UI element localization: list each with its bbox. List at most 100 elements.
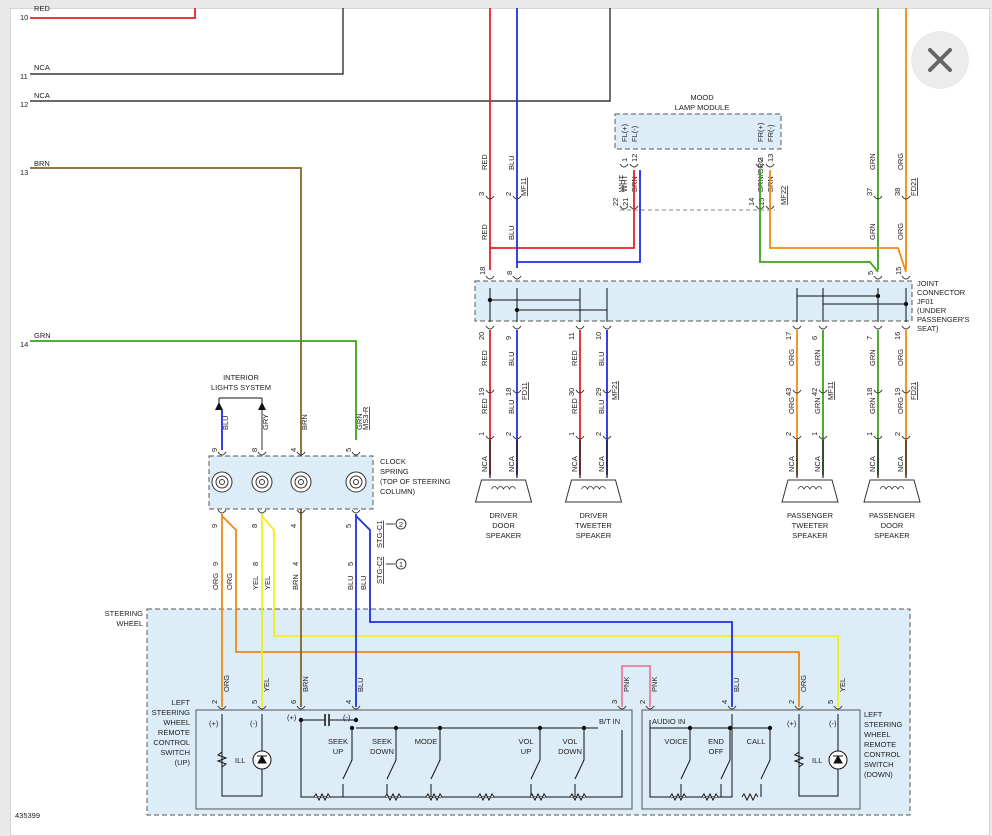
wire-color-label: NCA: [570, 456, 579, 472]
joint-label: JF01: [917, 297, 934, 306]
wire-red-10: [30, 8, 196, 19]
button-label: DOWN: [370, 747, 394, 756]
coil-icon: [294, 475, 308, 489]
connector-pin-icon: [873, 195, 883, 200]
wire-color-label: NCA: [597, 456, 606, 472]
resistor-icon: [529, 792, 547, 802]
reference-marker-icon: [395, 518, 407, 530]
switch-label: REMOTE: [864, 740, 896, 749]
pin-number: 2: [210, 700, 219, 704]
speaker-label: DRIVER: [489, 511, 518, 520]
connector-pin-icon: [901, 195, 911, 200]
wire-color-label: GRN: [868, 223, 877, 240]
connector-pin-icon: [901, 325, 911, 330]
pin-number: 1: [865, 432, 874, 436]
coil-icon: [349, 475, 363, 489]
pin-number: 17: [784, 332, 793, 340]
pin-number: 5: [344, 448, 353, 452]
wire-color-label: NCA: [813, 456, 822, 472]
wire-number: 14: [20, 340, 28, 349]
pin-number: 2: [893, 432, 902, 436]
button-label: UP: [333, 747, 343, 756]
connector-pin-icon: [617, 705, 627, 710]
wire-brn-13: [30, 167, 302, 520]
switch-contact-icon: [720, 728, 731, 797]
connector-pin-icon: [351, 705, 361, 710]
joint-label: JOINT: [917, 279, 939, 288]
wire-color-label: GRN: [868, 153, 877, 170]
speaker-icon: [564, 479, 623, 503]
switch-label: STEERING: [152, 708, 191, 717]
button-label: VOICE: [664, 737, 687, 746]
pin-number: 6: [289, 700, 298, 704]
speaker-label: PASSENGER: [869, 511, 916, 520]
connector-pin-icon: [485, 195, 495, 200]
pin-number: 5: [344, 524, 353, 528]
wire-color-label: NCA: [507, 456, 516, 472]
speaker-coil-icon: [797, 486, 823, 490]
wire-color-label: ORG: [896, 349, 905, 366]
clock-spring-label: SPRING: [380, 467, 409, 476]
wire-grn-14: [30, 340, 357, 440]
switch-label: SWITCH: [160, 748, 190, 757]
wire-color-label: YEL: [838, 678, 847, 692]
switch-label: SWITCH: [864, 760, 894, 769]
pin-number: 8: [505, 271, 514, 275]
speaker-label: DOOR: [881, 521, 904, 530]
connector-pin-icon: [833, 705, 843, 710]
module-pin-label: FR(+): [756, 122, 765, 142]
speaker-label: TWEETER: [792, 521, 829, 530]
wire-color-label: YEL: [263, 576, 272, 590]
pin-number: 9: [210, 524, 219, 528]
connector-pin-icon: [602, 389, 612, 394]
coil-icon: [251, 471, 273, 493]
joint-connector-jf01: [474, 280, 913, 322]
wire-color-label: YEL: [251, 576, 260, 590]
polarity-label: (+): [209, 719, 219, 728]
pin-number: 1: [810, 432, 819, 436]
connector-pin-icon: [619, 163, 629, 168]
pin-number: 8: [250, 448, 259, 452]
reference-number: 2: [399, 520, 403, 529]
pin-number: 21: [621, 198, 630, 206]
wire-color-label: NCA: [787, 456, 796, 472]
connector-pin-icon: [818, 435, 828, 440]
polarity-label: (-): [343, 713, 351, 722]
bt-in-label: B/T IN: [599, 717, 620, 726]
wire-color-label: GRN: [34, 331, 51, 340]
connector-pin-icon: [792, 325, 802, 330]
connector-pin-icon: [485, 435, 495, 440]
wire-color-label: GRY: [261, 414, 270, 430]
splice-dot: [393, 725, 399, 731]
pin-number: 2: [638, 700, 647, 704]
speaker-label: SPEAKER: [874, 531, 910, 540]
wire-nca-11: [30, 8, 344, 75]
connector-pin-icon: [575, 325, 585, 330]
pin-number: 12: [630, 154, 639, 162]
wire-color-label: YEL: [262, 678, 271, 692]
wire-color-label: RED: [570, 398, 579, 414]
joint-label: PASSENGER'S: [917, 315, 970, 324]
polarity-label: (-): [829, 719, 837, 728]
wire-color-label: NCA: [480, 456, 489, 472]
connector-pin-icon: [645, 705, 655, 710]
wire-color-label: BLU: [359, 575, 368, 590]
pin-number: 4: [289, 524, 298, 528]
pin-number: 3: [477, 192, 486, 196]
close-button[interactable]: [911, 31, 969, 89]
wire-grn-mood: [759, 170, 879, 273]
wire-color-label: RED: [480, 350, 489, 366]
resistor-icon: [216, 751, 228, 768]
wire-color-label: PNK: [622, 677, 631, 692]
coil-icon: [345, 471, 367, 493]
speaker-label: DRIVER: [579, 511, 608, 520]
wire-color-label: RED: [480, 224, 489, 240]
wire-org-down: [221, 515, 800, 707]
connector-id: MF22: [779, 186, 788, 205]
connector-id: FD21: [909, 178, 918, 196]
pin-number: 8: [250, 524, 259, 528]
pin-number: 10: [594, 332, 603, 340]
switch-contact-icon: [574, 728, 585, 797]
switch-bus: [649, 714, 772, 798]
button-label: CALL: [747, 737, 766, 746]
